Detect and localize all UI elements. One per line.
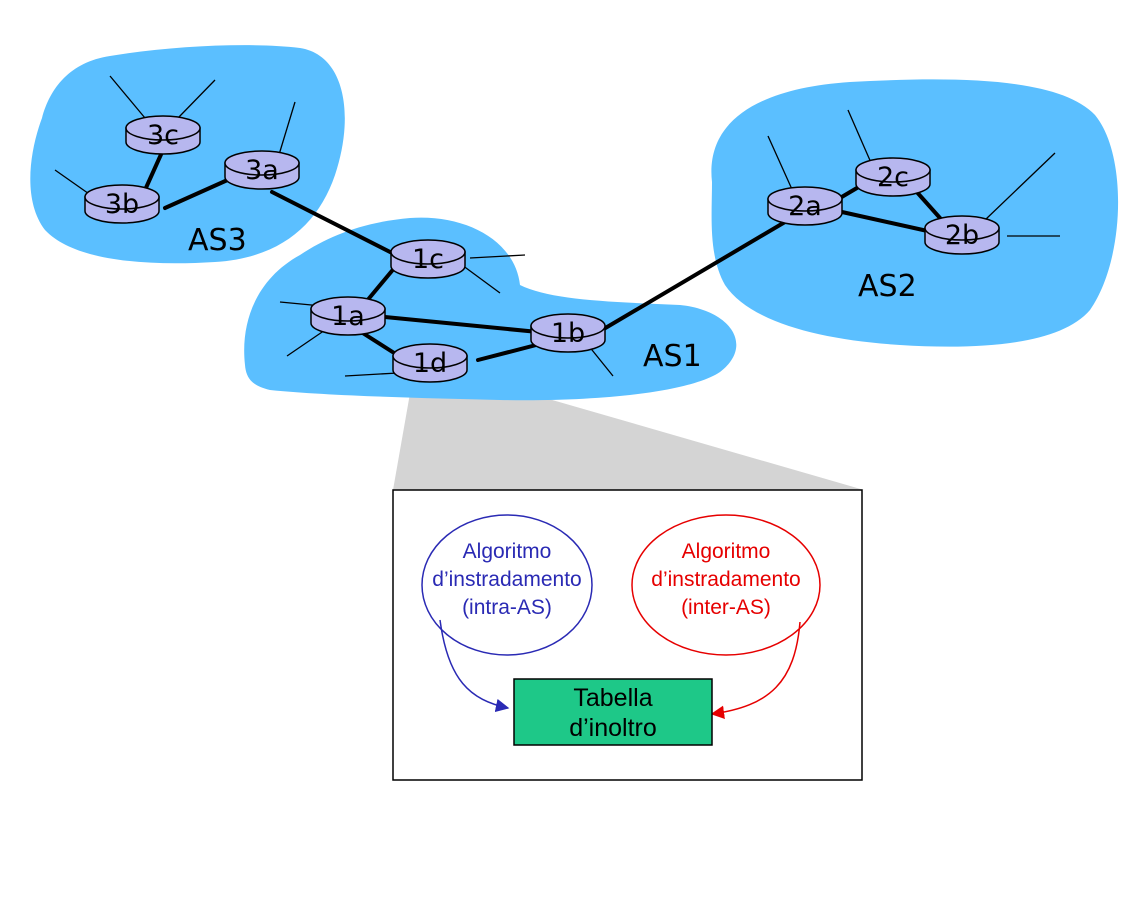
router-label: 3c bbox=[147, 120, 179, 151]
inter-as-line-3: (inter-AS) bbox=[681, 596, 771, 619]
router-3c: 3c bbox=[125, 115, 201, 155]
zoom-wedge bbox=[393, 382, 864, 490]
intra-as-line-2: d’instradamento bbox=[432, 568, 581, 591]
as2-cloud bbox=[711, 79, 1119, 347]
intra-as-line-1: Algoritmo bbox=[463, 540, 552, 563]
router-label: 2c bbox=[877, 162, 909, 193]
router-label: 3a bbox=[245, 155, 279, 186]
router-label: 2b bbox=[945, 220, 979, 251]
as2-label: AS2 bbox=[858, 269, 917, 304]
router-label: 2a bbox=[788, 191, 822, 222]
router-label: 1d bbox=[413, 348, 447, 379]
router-label: 1a bbox=[331, 301, 365, 332]
forwarding-table-line-2: d’inoltro bbox=[569, 714, 657, 742]
routers: 3c 3b 3a 1c 1a 1b 1d 2a 2c 2b bbox=[84, 115, 1000, 383]
router-1d: 1d bbox=[392, 343, 468, 383]
forwarding-table-line-1: Tabella bbox=[573, 684, 652, 712]
inter-arrow bbox=[710, 621, 801, 720]
router-1b: 1b bbox=[530, 313, 606, 353]
forwarding-table bbox=[513, 678, 713, 746]
intra-as-line-3: (intra-AS) bbox=[462, 596, 552, 619]
as1-cloud bbox=[244, 217, 737, 401]
router-label: 1c bbox=[412, 244, 444, 275]
router-3b: 3b bbox=[84, 184, 160, 224]
inter-as-line-1: Algoritmo bbox=[682, 540, 771, 563]
intra-arrow bbox=[439, 619, 510, 713]
as3-label: AS3 bbox=[188, 223, 247, 258]
router-3a: 3a bbox=[224, 150, 300, 190]
inter-as-algorithm bbox=[631, 514, 821, 656]
router-2b: 2b bbox=[924, 215, 1000, 255]
router-2c: 2c bbox=[855, 157, 931, 197]
router-label: 1b bbox=[551, 318, 585, 349]
inter-as-line-2: d’instradamento bbox=[651, 568, 800, 591]
as1-label: AS1 bbox=[643, 339, 702, 374]
router-2a: 2a bbox=[767, 186, 843, 226]
router-1c: 1c bbox=[390, 239, 466, 279]
intra-as-algorithm bbox=[421, 514, 593, 656]
router-1a: 1a bbox=[310, 296, 386, 336]
router-label: 3b bbox=[105, 189, 139, 220]
